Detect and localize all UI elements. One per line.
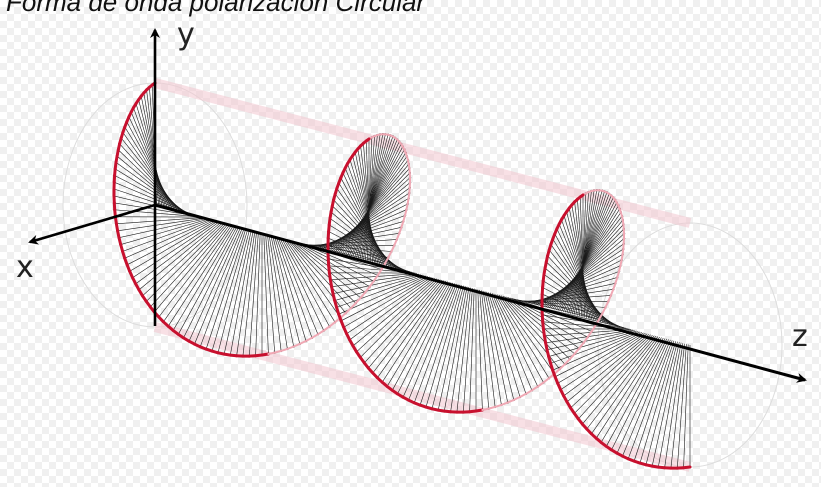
field-vector-47 [184,227,239,338]
field-vector-181 [478,290,483,411]
field-vector-179 [470,289,475,412]
field-vector-170 [414,284,458,403]
field-vector-176 [451,287,469,412]
field-vector-283 [591,337,659,434]
field-vector-163 [377,281,445,378]
field-vector-178 [463,288,472,412]
helix-segment-195 [565,359,570,364]
helix-segment-187 [520,394,526,397]
helix-segment-66 [300,341,306,344]
field-vector-184 [483,291,501,405]
field-vector-50 [200,228,244,346]
helix-segment-84 [388,252,391,258]
field-vector-186 [487,292,514,400]
field-vector-290 [628,340,672,459]
field-vector-35 [133,221,218,277]
helix-segment-75 [351,303,356,308]
helix-segment-198 [579,343,583,349]
field-vector-34 [130,221,216,271]
helix-segment-204 [602,308,605,314]
field-vector-43 [163,225,231,322]
field-vector-187 [489,292,521,397]
x-axis-label: x [16,250,34,285]
helix-segment-68 [312,334,318,338]
y-axis-label: y [177,17,195,52]
field-vector-174 [438,286,465,410]
helix-segment-64 [287,347,293,349]
field-vector-275 [561,333,646,389]
field-vector-271 [551,332,639,364]
field-vector-59 [256,233,261,356]
field-vector-31 [123,220,211,252]
field-vector-155 [347,277,432,333]
field-vector-299 [684,345,689,468]
helix-segment-81 [378,270,382,276]
field-vector-196 [505,297,570,360]
field-vectors [113,82,691,470]
helix-segment-191 [544,378,550,382]
axes: y x z [16,17,808,380]
helix-segment-69 [318,331,324,335]
field-vector-294 [652,342,679,466]
helix-segment-85 [391,245,394,251]
helix-segment-78 [365,287,369,293]
field-vector-66 [273,236,300,344]
helix-segment-67 [306,338,312,341]
helix-segment-71 [330,322,336,326]
helix-segment-190 [538,383,544,387]
helix-segment-186 [514,397,520,400]
field-vector-185 [485,291,508,402]
x-axis [30,205,155,242]
field-vector-296 [665,343,683,468]
field-vector-167 [398,283,453,394]
helix-curve [114,83,690,468]
field-vector-298 [677,344,686,468]
field-vector-151 [337,276,425,308]
field-vector-61 [264,234,269,355]
field-vector-56 [237,231,255,356]
field-vector-277 [567,334,649,402]
helix-segment-205 [605,301,608,307]
helix-segment-188 [526,390,532,394]
field-vector-157 [353,278,435,346]
field-vector-67 [275,236,307,341]
field-vector-54 [224,230,251,354]
helix-segment-184 [501,403,507,405]
helix-segment-79 [370,281,374,287]
z-axis-label: z [792,319,808,354]
field-vector-62 [266,234,275,353]
envelope-top-line [155,83,690,223]
field-vector-58 [249,232,258,356]
field-vector-64 [269,235,287,349]
helix-segment-189 [532,387,538,391]
helix-segment-201 [592,326,596,332]
helix-segment-199 [584,337,588,343]
field-vector-32 [125,220,212,258]
field-vector-287 [612,339,667,450]
field-vector-182 [480,290,489,409]
field-vector-20 [115,176,191,215]
helix-segment-299 [684,467,690,468]
field-vector-37 [139,222,221,290]
helix-segment-70 [324,327,330,331]
field-vector-27 [116,218,203,224]
